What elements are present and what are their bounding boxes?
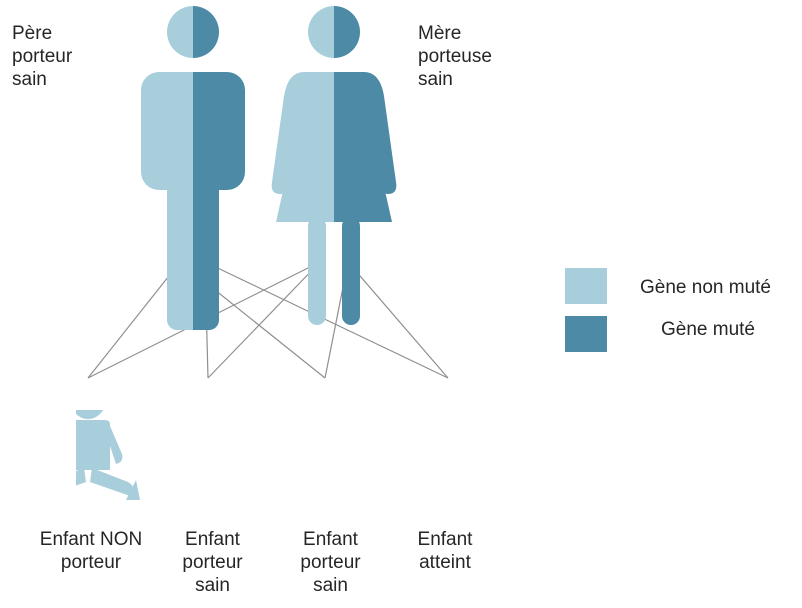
child-figure-3	[273, 385, 377, 500]
child2-label-line-2: porteur	[182, 552, 243, 573]
legend-swatch-non-mutated	[565, 268, 607, 304]
legend-swatch-mutated	[565, 316, 607, 352]
child1-label-line-2: porteur	[60, 552, 122, 573]
child3-label-line-2: porteur	[300, 552, 361, 573]
left-gene-half	[76, 410, 140, 500]
child4-label-line-1: Enfant	[417, 529, 473, 550]
child3-label-line-3: sain	[313, 575, 348, 596]
left-gene-half	[273, 385, 377, 500]
child1-label-line-1: Enfant NON	[39, 529, 143, 550]
mother-label: Mère porteuse sain	[418, 22, 492, 91]
child-label-carrier-2: Enfant porteur sain	[283, 528, 378, 597]
child-figure-2	[156, 385, 260, 500]
father-label-line-1: Père	[12, 23, 53, 44]
father-label-line-3: sain	[12, 69, 47, 90]
right-gene-half	[334, 6, 397, 325]
child-label-carrier-1: Enfant porteur sain	[165, 528, 260, 597]
child4-label-line-2: atteint	[419, 552, 471, 573]
left-gene-half	[156, 385, 260, 500]
child2-label-line-3: sain	[195, 575, 230, 596]
inheritance-lines	[87, 261, 449, 379]
father-figure	[141, 6, 245, 330]
left-gene-half	[141, 6, 193, 330]
left-gene-half	[271, 6, 334, 325]
line-mother-child2	[207, 261, 321, 379]
legend-label-mutated: Gène muté	[661, 319, 755, 340]
child-label-affected: Enfant atteint	[400, 528, 490, 574]
child-figure-1	[76, 410, 140, 500]
mother-figure	[271, 6, 397, 325]
right-gene-half	[156, 385, 260, 500]
father-label-line-2: porteur	[12, 46, 73, 67]
children-row	[76, 385, 500, 500]
father-label: Père porteur sain	[12, 22, 72, 91]
mother-label-line-2: porteuse	[418, 46, 492, 67]
left-gene-half	[396, 385, 500, 500]
line-mother-child4	[347, 261, 449, 379]
right-gene-half	[273, 385, 377, 500]
legend-label-non-mutated: Gène non muté	[640, 277, 771, 298]
child-label-non-carrier: Enfant NON porteur	[16, 528, 166, 574]
right-gene-half	[193, 6, 245, 330]
mother-label-line-1: Mère	[418, 23, 462, 44]
line-father-child4	[204, 261, 449, 379]
line-father-child1	[87, 261, 181, 379]
child-figure-4	[396, 385, 500, 500]
mother-label-line-3: sain	[418, 69, 453, 90]
child3-label-line-1: Enfant	[303, 529, 358, 550]
right-gene-half	[396, 385, 500, 500]
legend	[565, 268, 607, 352]
child2-label-line-1: Enfant	[185, 529, 240, 550]
